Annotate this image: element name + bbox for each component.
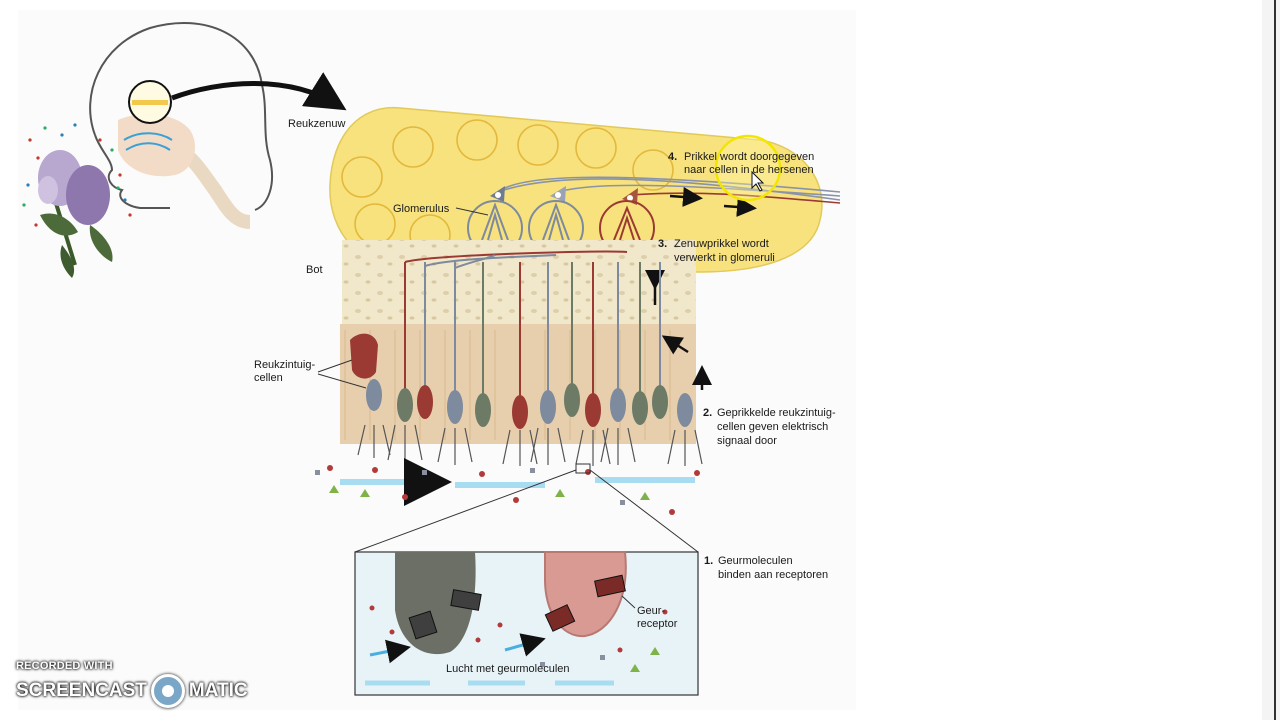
step3-line2: verwerkt in glomeruli <box>674 252 775 264</box>
label-geur: Geur- <box>637 605 665 617</box>
mouse-cursor-icon <box>751 170 765 192</box>
scatter-molecules <box>22 123 132 227</box>
right-edge-line <box>1274 0 1276 720</box>
receptor-pointer <box>621 595 636 609</box>
mitral-cell-grey-2 <box>550 186 566 202</box>
zoom-arrow <box>171 72 347 111</box>
screencast-logo-icon <box>150 674 185 708</box>
zoom-lines <box>354 469 699 553</box>
air-flow <box>315 458 700 515</box>
label-receptor-cells-2: cellen <box>254 372 283 384</box>
right-edge-frame <box>1262 0 1280 720</box>
zoom-box <box>575 463 591 474</box>
step1-line2: binden aan receptoren <box>718 569 828 581</box>
nasal-cavity <box>118 114 195 177</box>
watermark-brand-left: SCREENCAST <box>16 680 147 701</box>
label-air: Lucht met geurmoleculen <box>446 663 570 675</box>
receptor-leader <box>317 359 367 389</box>
step2-line1: Geprikkelde reukzintuig- <box>717 407 836 419</box>
label-bot: Bot <box>306 264 323 276</box>
signal-arrow-1 <box>669 186 703 207</box>
bulb-mini <box>132 100 168 105</box>
step3-line1: Zenuwprikkel wordt <box>674 238 769 250</box>
diag-arrow <box>661 335 689 355</box>
watermark-brand: SCREENCAST MATIC <box>16 674 248 708</box>
label-receptor-cells-1: Reukzintuig- <box>254 359 315 371</box>
cursor-highlight <box>714 134 782 202</box>
screencast-watermark: RECORDED WITH SCREENCAST MATIC <box>16 660 248 708</box>
label-glomerulus: Glomerulus <box>393 203 450 215</box>
watermark-brand-right: MATIC <box>188 680 248 701</box>
inset-box <box>354 551 699 696</box>
bulb-circles <box>341 119 674 256</box>
step2-line3: signaal door <box>717 435 777 447</box>
glomerulus-leader <box>455 207 489 216</box>
signal-arrow-2 <box>723 196 757 217</box>
step2-line2: cellen geven elektrisch <box>717 421 828 433</box>
step2-number: 2. <box>703 407 712 419</box>
step1-line1: Geurmoleculen <box>718 555 793 567</box>
step4-number: 4. <box>668 151 677 163</box>
receptor-axons <box>404 250 661 400</box>
step4-line2: naar cellen in de hersenen <box>684 164 814 176</box>
step1-number: 1. <box>704 555 713 567</box>
cilia <box>357 424 703 466</box>
watermark-recorded: RECORDED WITH <box>16 660 113 672</box>
label-receptor: receptor <box>637 618 678 630</box>
lilac-flower <box>38 150 113 278</box>
step3-number: 3. <box>658 238 667 250</box>
olfactory-bulb <box>329 106 823 273</box>
step4-line1: Prikkel wordt doorgegeven <box>684 151 814 163</box>
label-reukzenuw: Reukzenuw <box>288 118 346 130</box>
mitral-cell-grey-1 <box>490 186 505 202</box>
mitral-cell-red <box>622 188 638 205</box>
receptor-cells <box>350 333 693 429</box>
